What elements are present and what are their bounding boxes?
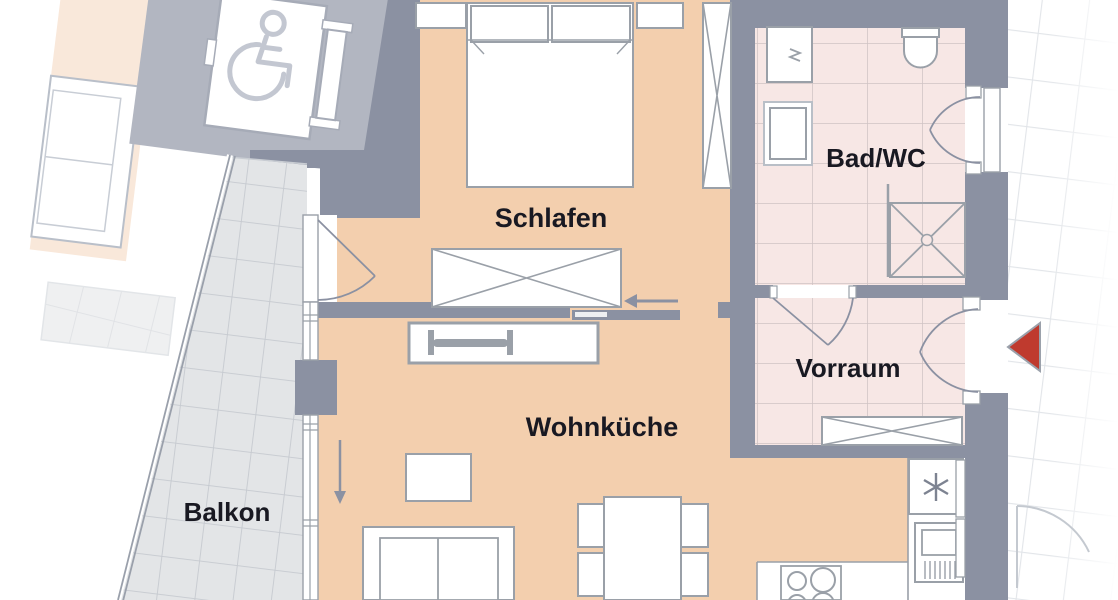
- tv-stand-right: [507, 330, 513, 355]
- room-label-bad-wc: Bad/WC: [826, 143, 926, 173]
- bad-door-swing: [769, 285, 857, 346]
- tv-icon: [433, 339, 508, 347]
- stairwell-wall: [250, 0, 420, 218]
- zigzag-water-symbol: [787, 48, 803, 62]
- schlafen-balcony-door-frame: [302, 214, 319, 303]
- neighbor-balcony: [40, 281, 177, 357]
- bad-window: [929, 85, 1001, 175]
- elevator: [129, 0, 391, 175]
- entrance-arrow-icon: [1006, 321, 1041, 373]
- room-label-vorraum: Vorraum: [796, 353, 901, 383]
- dining-table: [603, 496, 682, 600]
- tall-wardrobe: [702, 2, 732, 189]
- chair: [577, 552, 607, 597]
- room-label-wohnkueche: Wohnküche: [526, 412, 679, 442]
- kitchen: [756, 458, 966, 600]
- asterisk-appliance-symbol: [923, 473, 949, 501]
- room-label-balkon: Balkon: [184, 497, 271, 527]
- tv-sideboard: [407, 321, 600, 365]
- elevator-door: [203, 38, 218, 67]
- corridor-area: [1008, 0, 1118, 600]
- balkon-floor: [118, 157, 307, 600]
- pillow-right: [551, 5, 631, 43]
- bathroom-fixtures: [763, 26, 1001, 278]
- shower-drain: [920, 233, 934, 247]
- schlafen-wardrobe: [431, 248, 622, 308]
- schlafen-furniture: [415, 2, 732, 308]
- window-pier: [295, 360, 337, 415]
- elevator-cab: [202, 0, 329, 141]
- schlafen-balcony-door-swing: [317, 219, 376, 301]
- elevator-counterweight: [315, 28, 348, 122]
- balcony-railing: [115, 154, 236, 600]
- tv-stand-left: [428, 330, 434, 355]
- side-table: [405, 453, 472, 502]
- sliding-door: [572, 294, 680, 320]
- left-facade: [302, 214, 376, 600]
- sliding-door-direction-arrow: [624, 294, 678, 308]
- dining-set: [577, 496, 709, 600]
- neighbor-apartment: [29, 0, 160, 262]
- vorraum-wardrobe: [821, 416, 963, 446]
- door-opening-direction-arrow: [334, 440, 346, 504]
- wohnkueche-furniture: [362, 321, 709, 600]
- pillow-left: [470, 5, 549, 43]
- chair: [679, 552, 709, 597]
- balkon-area: [115, 154, 308, 600]
- room-label-schlafen: Schlafen: [495, 203, 608, 233]
- chair: [679, 503, 709, 548]
- fridge: [908, 458, 964, 515]
- washing-machine: [766, 26, 813, 83]
- wheelchair-accessible-icon: [227, 9, 293, 102]
- neighbor-door-swing: [1016, 505, 1090, 588]
- entrance-door: [919, 296, 981, 405]
- sofa: [362, 526, 515, 600]
- vorraum-elements: [769, 285, 981, 446]
- toilet: [901, 27, 940, 69]
- chair: [577, 503, 607, 548]
- bathroom-sink: [763, 101, 813, 166]
- cooktop: [780, 565, 842, 600]
- nightstand-left: [415, 2, 467, 29]
- nightstand-right: [636, 2, 684, 29]
- double-bed: [466, 2, 634, 188]
- kitchen-window: [955, 459, 966, 578]
- shower: [886, 184, 966, 278]
